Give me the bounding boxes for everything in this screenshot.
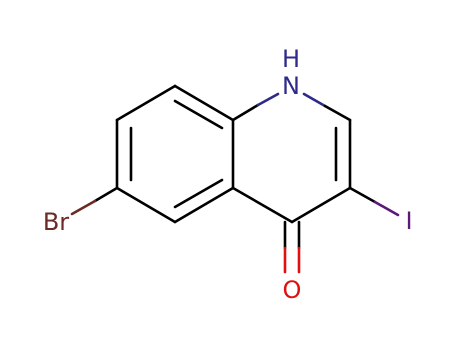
bromine-label: Br	[43, 208, 69, 236]
bond-c3-i-carbon	[348, 186, 377, 204]
bond-c8a-c8-inner	[173, 99, 224, 130]
bond-n1-c2-nitrogen	[302, 92, 327, 108]
hydrogen-label: H	[282, 45, 300, 73]
oxygen-label: O	[283, 276, 302, 304]
bond-c5-c4a-inner	[173, 178, 224, 209]
bond-c8a-c8	[173, 84, 235, 122]
bond-c3-i-iodine	[373, 200, 400, 217]
bond-c6-c5	[115, 186, 177, 224]
bond-c8a-n1-nitrogen	[256, 92, 280, 107]
bond-n1-c2-carbon	[323, 104, 352, 122]
bond-c3-c4	[290, 186, 352, 224]
bond-c8a-n1-carbon	[231, 103, 260, 122]
bond-c5-c4a	[173, 186, 235, 224]
bond-c8-c7	[115, 84, 177, 122]
bond-c6-br-bromine	[70, 199, 97, 216]
bond-c6-br-carbon	[93, 186, 119, 203]
iodine-label: I	[405, 207, 412, 235]
nitrogen-label: N	[282, 72, 300, 100]
bond-c4-c4a	[231, 186, 294, 224]
